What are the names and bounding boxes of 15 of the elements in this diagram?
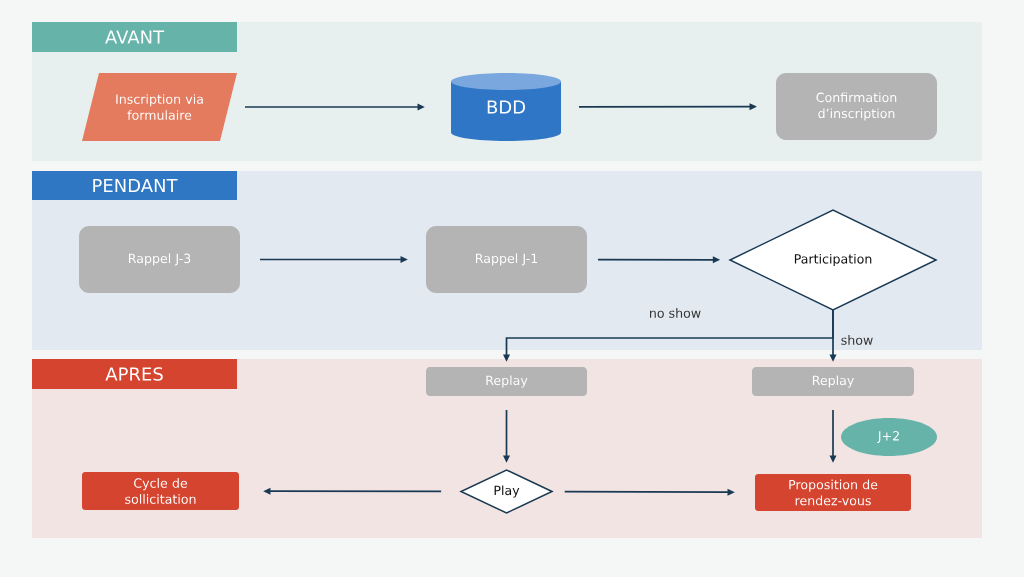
edge-label: no show — [646, 306, 704, 320]
lane-header: AVANT — [32, 22, 237, 52]
process-box: Replay — [426, 367, 587, 396]
process-box: Rappel J-3 — [79, 226, 240, 293]
edge-label: show — [838, 333, 876, 347]
process-box: Cycle de sollicitation — [82, 472, 239, 510]
lane-header: APRES — [32, 359, 237, 389]
process-box: Confirmation d’inscription — [776, 73, 937, 140]
lane-header: PENDANT — [32, 171, 237, 200]
input-parallelogram: Inscription via formulaire — [82, 73, 237, 141]
oval-tag: J+2 — [841, 418, 937, 456]
process-box: Rappel J-1 — [426, 226, 587, 293]
process-box: Replay — [752, 367, 914, 396]
database-cylinder: BDD — [451, 73, 561, 141]
process-box: Proposition de rendez-vous — [755, 474, 911, 511]
